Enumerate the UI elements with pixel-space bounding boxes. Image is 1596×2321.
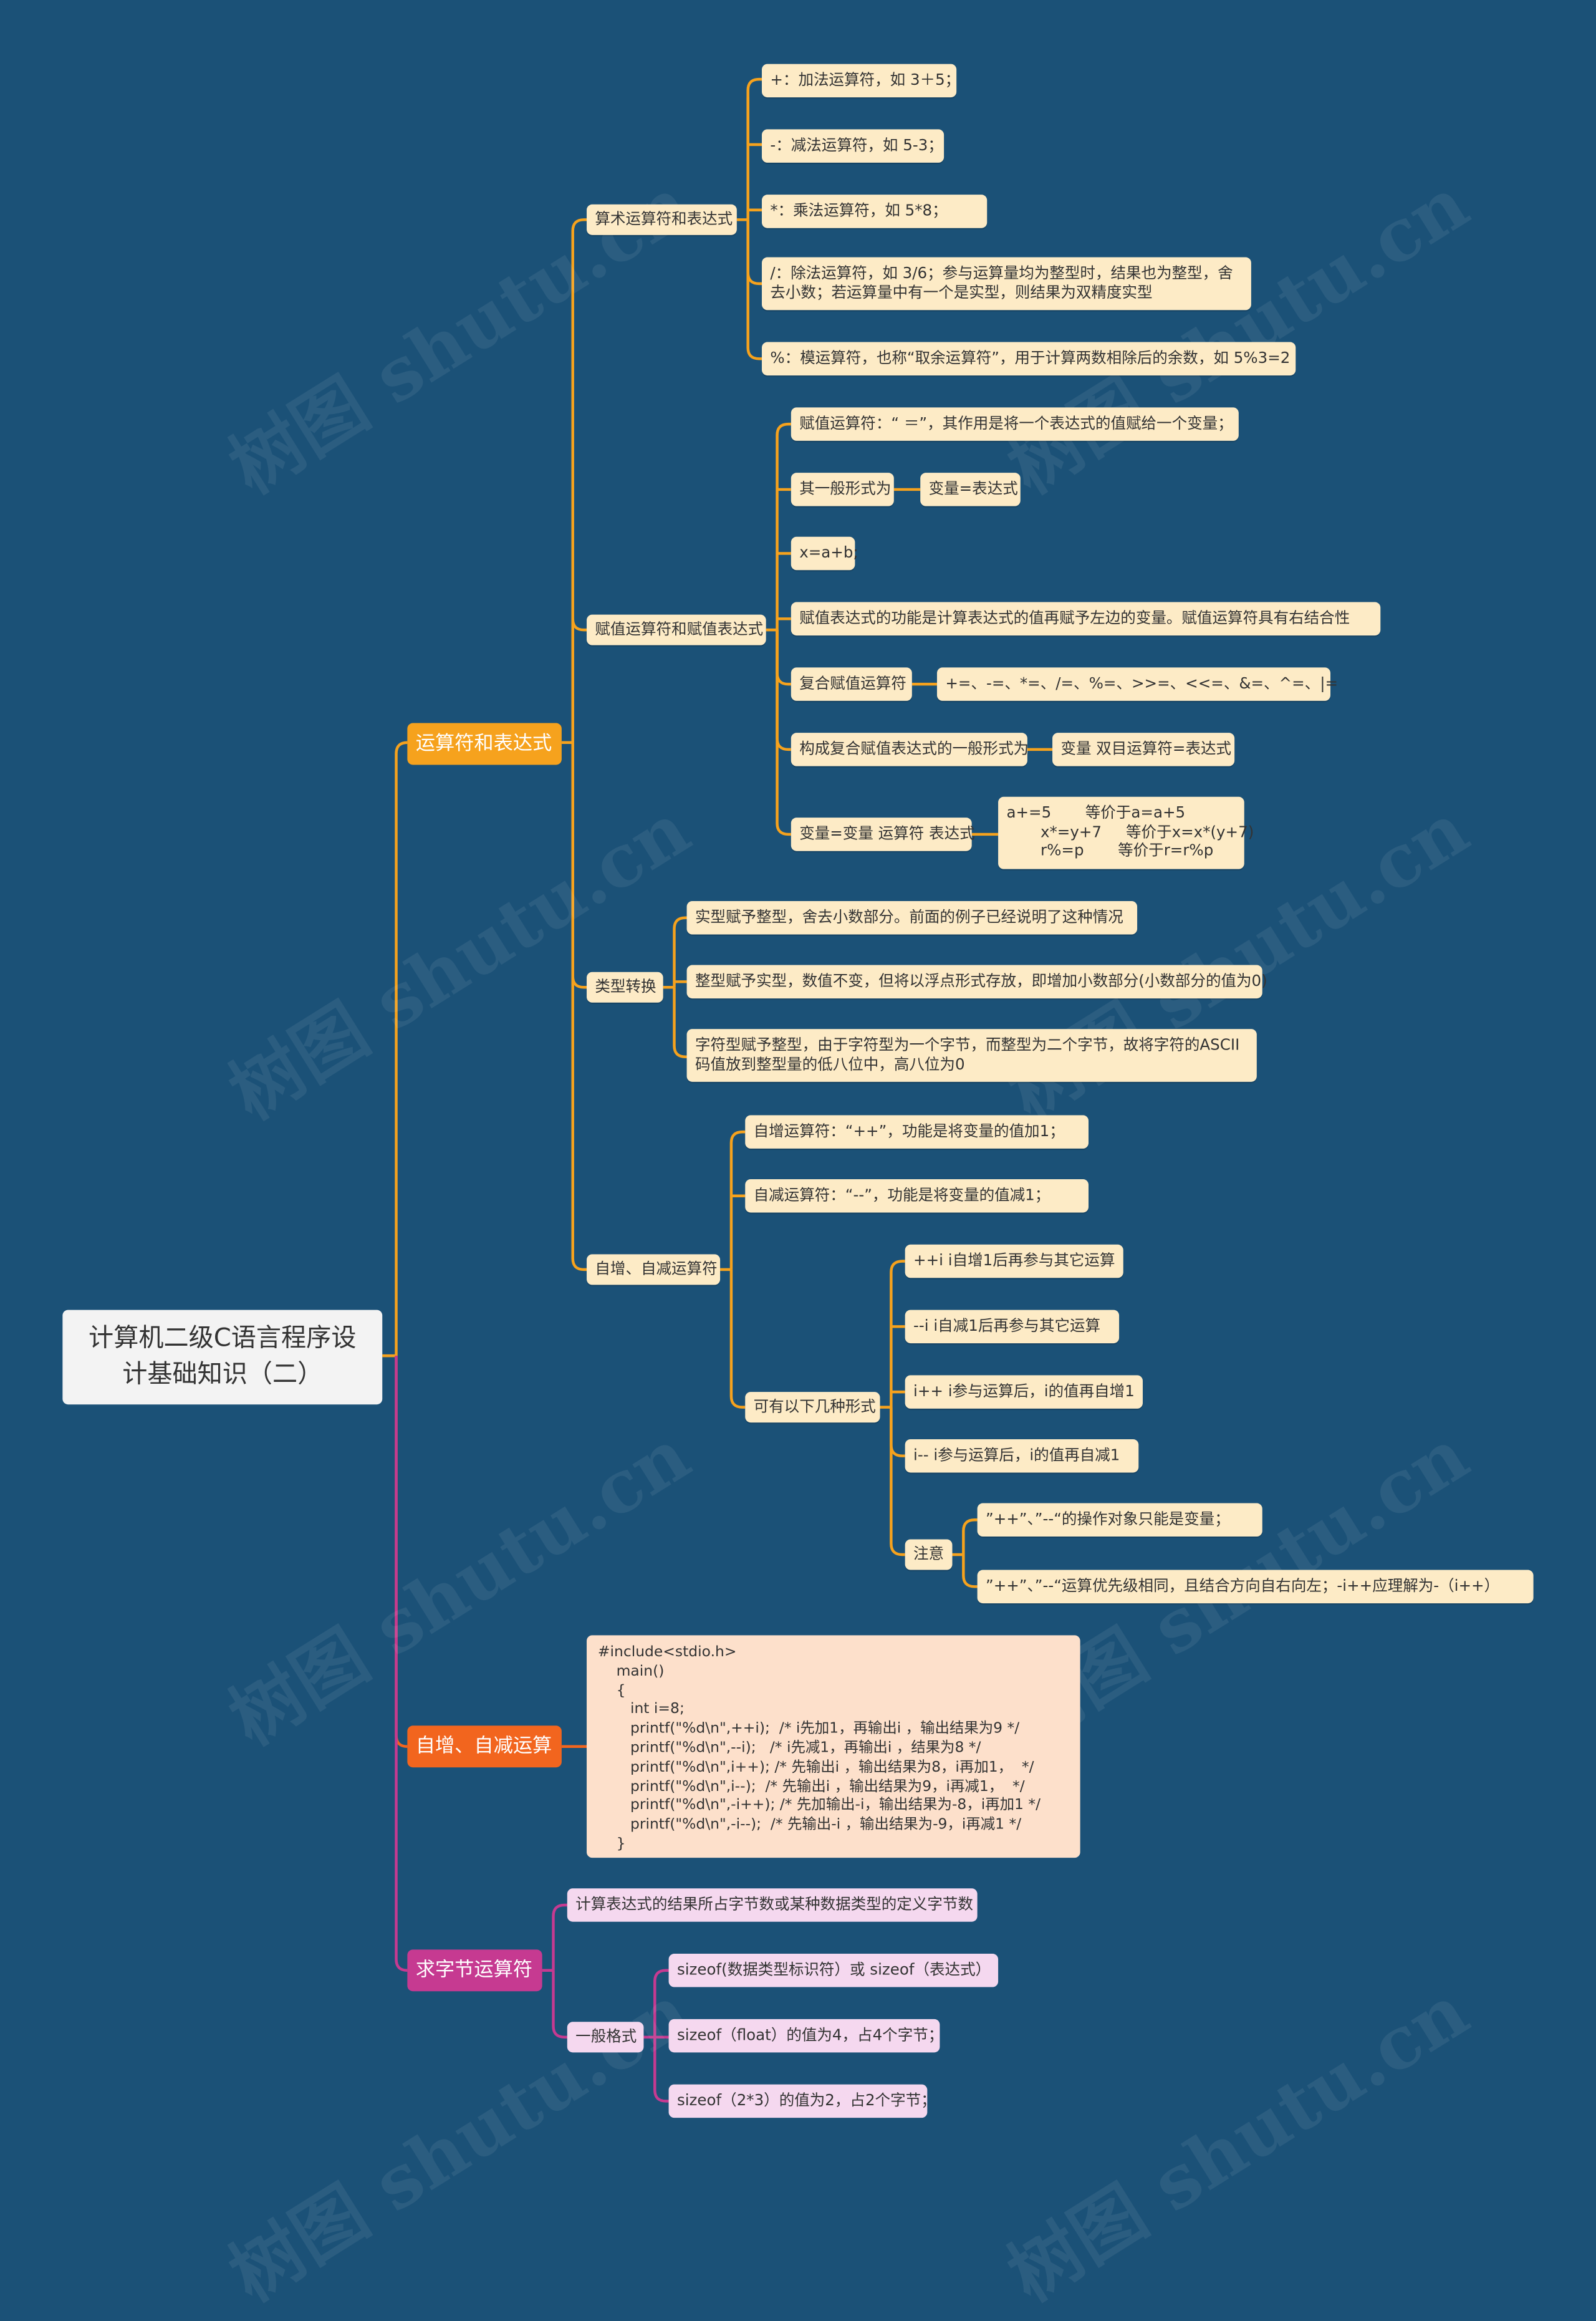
leaf-form-pre-dec[interactable]: --i i自减1后再参与其它运算 <box>905 1310 1120 1344</box>
leaf-sizeof-syntax[interactable]: sizeof(数据类型标识符）或 sizeof（表达式） <box>668 1954 999 1987</box>
branch-operators-expressions[interactable]: 运算符和表达式 <box>407 723 562 765</box>
leaf-mul[interactable]: *：乘法运算符，如 5*8； <box>761 195 988 228</box>
leaf-form-pre-inc[interactable]: ++i i自增1后再参与其它运算 <box>905 1244 1123 1278</box>
code-block[interactable]: #include<stdio.h> main() { int i=8; prin… <box>587 1635 1080 1858</box>
leaf-inc[interactable]: 自增运算符：“++”，功能是将变量的值加1； <box>745 1115 1089 1149</box>
node-inc-dec-operators[interactable]: 自增、自减运算符 <box>587 1254 721 1285</box>
leaf-mod[interactable]: %：模运算符，也称“取余运算符”，用于计算两数相除后的余数，如 5%3=2 <box>761 342 1296 376</box>
leaf-compound[interactable]: 复合赋值运算符 <box>791 667 912 701</box>
node-arithmetic[interactable]: 算术运算符和表达式 <box>587 204 737 235</box>
branch-inc-dec[interactable]: 自增、自减运算 <box>407 1725 562 1768</box>
leaf-assign-form[interactable]: 其一般形式为 <box>791 473 894 506</box>
connector-lines <box>382 77 1053 2103</box>
leaf-equiv[interactable]: 变量=变量 运算符 表达式 <box>791 818 975 851</box>
leaf-assign-form-value[interactable]: 变量=表达式 <box>920 473 1021 506</box>
leaf-div[interactable]: /：除法运算符，如 3/6；参与运算量均为整型时，结果也为整型，舍去小数；若运算… <box>761 257 1251 311</box>
leaf-form-post-inc[interactable]: i++ i参与运算后，i的值再自增1 <box>905 1375 1143 1409</box>
leaf-sizeof-desc[interactable]: 计算表达式的结果所占字节数或某种数据类型的定义字节数 <box>567 1888 978 1922</box>
leaf-compound-form-value[interactable]: 变量 双目运算符=表达式 <box>1052 733 1235 766</box>
leaf-equiv-examples[interactable]: a+=5 等价于a=a+5 x*=y+7 等价于x=x*(y+7) r%=p 等… <box>998 796 1254 869</box>
branch-sizeof[interactable]: 求字节运算符 <box>407 1949 542 1992</box>
node-note[interactable]: 注意 <box>905 1539 953 1570</box>
leaf-dec[interactable]: 自减运算符：“--”，功能是将变量的值减1； <box>745 1179 1089 1213</box>
node-general-format[interactable]: 一般格式 <box>567 2022 644 2053</box>
leaf-sizeof-float[interactable]: sizeof（float）的值为4，占4个字节； <box>668 2019 943 2053</box>
node-forms[interactable]: 可有以下几种形式 <box>745 1392 880 1423</box>
node-assignment[interactable]: 赋值运算符和赋值表达式 <box>587 614 766 645</box>
leaf-note-2[interactable]: ”++”、”--“运算优先级相同，且结合方向自右向左；-i++应理解为-（i++… <box>977 1570 1534 1604</box>
leaf-conv-1[interactable]: 实型赋予整型，舍去小数部分。前面的例子已经说明了这种情况 <box>686 900 1138 935</box>
leaf-sub[interactable]: -：减法运算符，如 5-3； <box>761 129 945 163</box>
leaf-compound-form[interactable]: 构成复合赋值表达式的一般形式为 <box>791 733 1029 766</box>
leaf-assign-op[interactable]: 赋值运算符：“ ＝”，其作用是将一个表达式的值赋给一个变量； <box>791 407 1239 441</box>
leaf-assign-example[interactable]: x=a+b; <box>791 536 858 571</box>
leaf-note-1[interactable]: ”++”、”--“的操作对象只能是变量； <box>977 1503 1262 1537</box>
leaf-assign-desc[interactable]: 赋值表达式的功能是计算表达式的值再赋予左边的变量。赋值运算符具有右结合性 <box>791 602 1381 636</box>
node-type-conversion[interactable]: 类型转换 <box>587 972 663 1003</box>
root-node[interactable]: 计算机二级C语言程序设计基础知识（二） <box>62 1310 383 1405</box>
leaf-conv-3[interactable]: 字符型赋予整型，由于字符型为一个字节，而整型为二个字节，故将字符的ASCII码值… <box>686 1029 1257 1082</box>
leaf-conv-2[interactable]: 整型赋予实型，数值不变，但将以浮点形式存放，即增加小数部分(小数部分的值为0) <box>686 965 1267 999</box>
leaf-sizeof-expr[interactable]: sizeof（2*3）的值为2，占2个字节； <box>668 2084 936 2118</box>
leaf-form-post-dec[interactable]: i-- i参与运算后，i的值再自减1 <box>905 1439 1139 1473</box>
leaf-add[interactable]: +：加法运算符，如 3＋5； <box>761 64 960 98</box>
leaf-compound-ops[interactable]: +=、-=、*=、/=、%=、>>=、<<=、&=、^=、|= <box>936 667 1338 701</box>
